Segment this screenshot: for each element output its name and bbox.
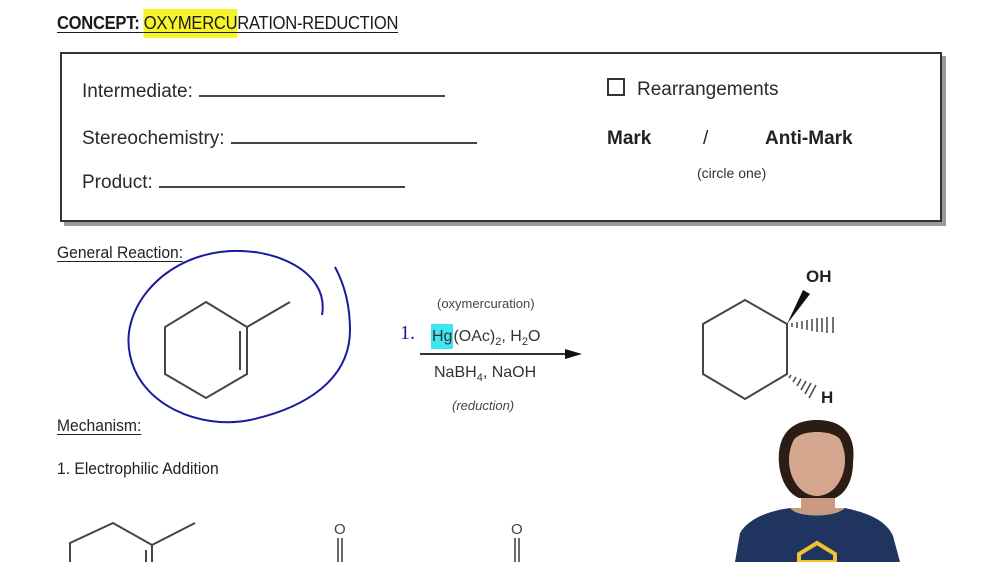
reactant-methylcyclohexene bbox=[127, 249, 352, 424]
intermediate-label: Intermediate: bbox=[82, 81, 193, 102]
summary-box bbox=[60, 52, 942, 222]
cyclohexene-ring-icon bbox=[164, 300, 291, 400]
mechanism-reactant-methylcyclohexene bbox=[69, 521, 196, 562]
circle-one-hint: (circle one) bbox=[697, 165, 767, 181]
page-title: CONCEPT: OXYMERCURATION-REDUCTION bbox=[57, 9, 399, 38]
reagent-step-1: Hg(OAc)2, H2O bbox=[431, 324, 540, 349]
stereochemistry-field[interactable]: Stereochemistry: bbox=[82, 128, 477, 150]
product-blank[interactable] bbox=[158, 172, 405, 188]
title-highlighted-text: OXYMERCU bbox=[143, 9, 238, 38]
rearrangements-checkbox[interactable] bbox=[607, 77, 625, 96]
product-field[interactable]: Product: bbox=[82, 172, 405, 194]
oxymercuration-label: (oxymercuration) bbox=[437, 296, 535, 311]
hash-bond-methyl-icon bbox=[791, 317, 834, 333]
title-prefix: CONCEPT: bbox=[57, 13, 140, 33]
oh-label: OH bbox=[806, 267, 832, 286]
hg-highlight: Hg bbox=[431, 324, 454, 349]
mechanism-heading: Mechanism: bbox=[57, 416, 142, 435]
product-label: Product: bbox=[82, 172, 153, 193]
presenter-video-overlay bbox=[735, 420, 900, 562]
rearrangements-option[interactable]: Rearrangements bbox=[607, 77, 779, 101]
rearrangements-label: Rearrangements bbox=[637, 79, 779, 100]
carbonyl-2-icon: O bbox=[511, 521, 523, 562]
markovnikov-option[interactable]: Mark bbox=[607, 128, 652, 149]
stereochemistry-label: Stereochemistry: bbox=[82, 128, 225, 149]
intermediate-field[interactable]: Intermediate: bbox=[82, 81, 445, 103]
mechanism-step-1: 1. Electrophilic Addition bbox=[57, 459, 219, 478]
step-number-annotation: 1. bbox=[400, 322, 415, 344]
cyclohexane-ring-icon bbox=[702, 298, 788, 401]
reaction-arrow-icon bbox=[420, 349, 582, 359]
reduction-label: (reduction) bbox=[452, 398, 515, 413]
svg-text:O: O bbox=[511, 521, 523, 538]
general-reaction-heading: General Reaction: bbox=[57, 243, 184, 262]
intermediate-blank[interactable] bbox=[198, 81, 445, 97]
anti-markovnikov-option[interactable]: Anti-Mark bbox=[765, 128, 853, 149]
wedge-bond-icon bbox=[787, 290, 810, 324]
h-label: H bbox=[821, 388, 833, 407]
option-separator: / bbox=[703, 128, 709, 149]
carbonyl-1-icon: O bbox=[334, 521, 346, 562]
svg-text:O: O bbox=[334, 521, 346, 538]
product-methylcyclohexanol: OH H bbox=[702, 267, 834, 407]
stereochemistry-blank[interactable] bbox=[230, 128, 477, 144]
annotation-circle-icon bbox=[127, 249, 352, 424]
hash-bond-h-icon bbox=[788, 374, 817, 399]
reagent-step-2: NaBH4, NaOH bbox=[434, 364, 537, 385]
title-rest: RATION-REDUCTION bbox=[237, 13, 399, 33]
